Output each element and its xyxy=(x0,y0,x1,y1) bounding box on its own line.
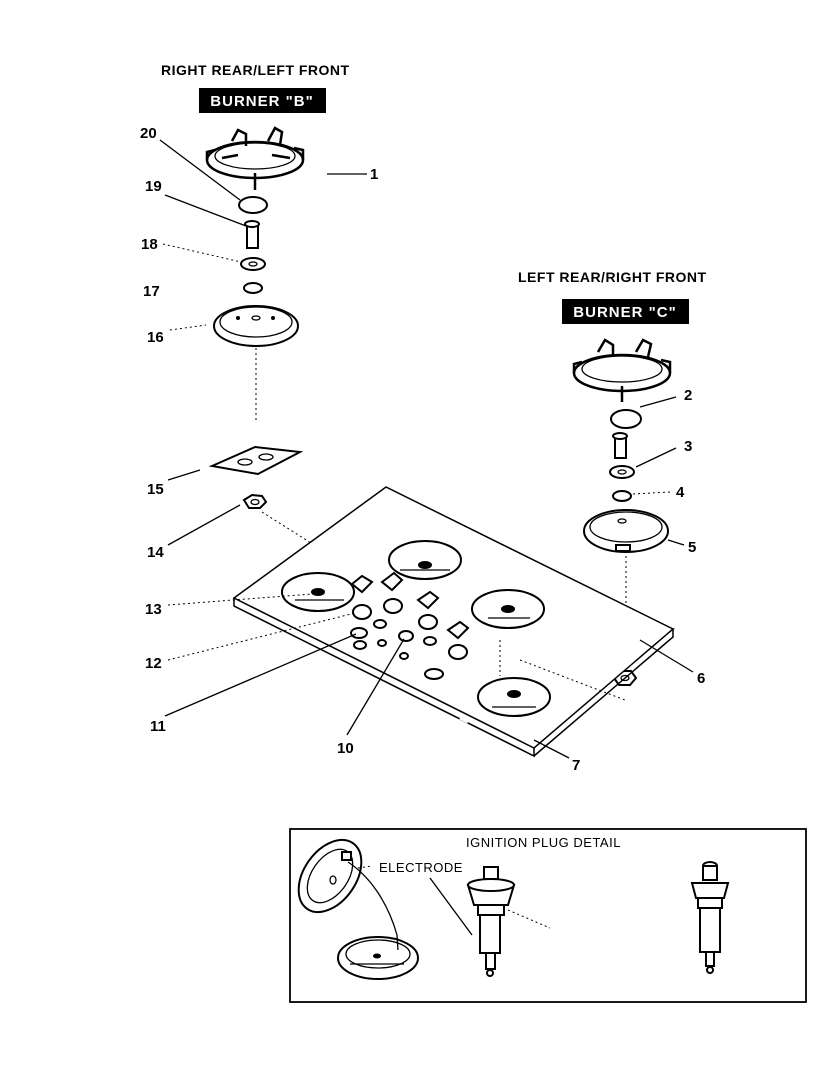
leader-lines xyxy=(159,139,694,759)
callout-11: 11 xyxy=(150,718,166,735)
callout-17: 17 xyxy=(143,283,160,300)
callout-2: 2 xyxy=(684,387,692,404)
callout-13: 13 xyxy=(145,601,162,618)
callout-19: 19 xyxy=(145,178,162,195)
burner-c-base xyxy=(583,509,669,553)
control-knobs xyxy=(350,571,470,660)
burner-c-badge-text: BURNER "C" xyxy=(573,304,676,321)
callout-6: 6 xyxy=(697,670,705,687)
burner-b-grate xyxy=(205,126,305,190)
callout-5: 5 xyxy=(688,539,696,556)
detail-wire xyxy=(347,861,399,951)
callout-12: 12 xyxy=(145,655,162,672)
burner-b-nut xyxy=(242,493,268,509)
callout-20: 20 xyxy=(140,125,157,142)
burner-b-gasket xyxy=(208,445,304,476)
detail-ignition-plug-alt xyxy=(690,861,730,974)
cooktop-burner-mid xyxy=(471,589,545,629)
burner-c-title: LEFT REAR/RIGHT FRONT xyxy=(518,269,707,285)
cooktop-burner-rear-right xyxy=(388,540,462,580)
cooktop-burner-front xyxy=(477,677,551,717)
callout-16: 16 xyxy=(147,329,164,346)
burner-c-ring xyxy=(612,490,632,502)
burner-b-base xyxy=(213,305,299,347)
electrode-label: ELECTRODE xyxy=(379,860,463,875)
callout-1: 1 xyxy=(370,166,378,183)
callout-4: 4 xyxy=(676,484,685,501)
detail-burner-base xyxy=(337,936,419,980)
callout-3: 3 xyxy=(684,438,692,455)
burner-b-badge xyxy=(199,88,326,113)
callout-14: 14 xyxy=(147,544,164,561)
cooktop-burner-rear-left xyxy=(281,572,355,612)
burner-b-cap xyxy=(238,196,268,214)
callout-18: 18 xyxy=(141,236,158,253)
spark-switches xyxy=(350,619,444,680)
burner-b-orifice xyxy=(244,220,260,249)
cooktop-panel xyxy=(232,486,675,758)
burner-c-badge xyxy=(562,299,689,324)
burner-c-orifice xyxy=(612,432,628,459)
burner-b-title: RIGHT REAR/LEFT FRONT xyxy=(161,62,350,78)
burner-b-ring xyxy=(243,282,263,294)
burner-c-washer xyxy=(609,465,635,479)
detail-ignition-plug xyxy=(466,866,516,977)
callout-10: 10 xyxy=(337,740,354,757)
ignition-detail-title: IGNITION PLUG DETAIL xyxy=(466,835,621,850)
burner-c-grate xyxy=(572,338,672,402)
callout-15: 15 xyxy=(147,481,164,498)
detail-burner-cap xyxy=(297,838,363,914)
burner-b-washer xyxy=(240,257,266,271)
burner-c-cap xyxy=(610,409,642,429)
callout-7: 7 xyxy=(572,757,580,774)
burner-b-badge-text: BURNER "B" xyxy=(210,93,313,110)
